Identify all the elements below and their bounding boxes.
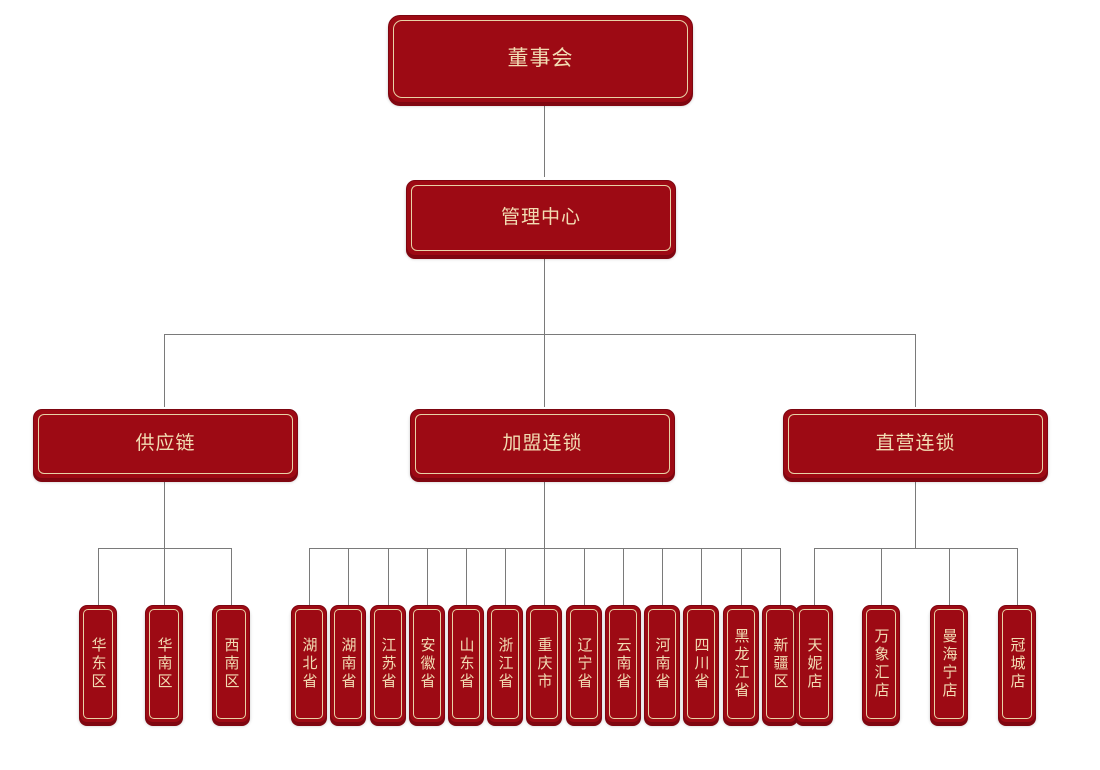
- leaf-node[interactable]: 万象汇店: [862, 605, 900, 723]
- connector-direct-leaf-drop-1: [814, 548, 815, 605]
- node-supply-chain-label: 供应链: [135, 432, 196, 454]
- connector-direct-leaf-drop-3: [949, 548, 950, 605]
- leaf-node[interactable]: 山东省: [448, 605, 484, 723]
- leaf-node[interactable]: 云南省: [605, 605, 641, 723]
- connector-supply-leaf-drop-2: [164, 548, 165, 605]
- connector-management-to-bus: [544, 259, 545, 334]
- connector-supply-leaf-drop-1: [98, 548, 99, 605]
- connector-franchise-leaf-drop-7: [544, 548, 545, 605]
- node-direct-chain-label: 直营连锁: [875, 432, 956, 454]
- connector-supply-chain-to-leafbus: [164, 481, 165, 548]
- leaf-node-label: 河南省: [653, 637, 671, 691]
- leaf-node-label: 辽宁省: [575, 637, 593, 691]
- leaf-node[interactable]: 四川省: [683, 605, 719, 723]
- leaf-node-label: 冠城店: [1008, 637, 1026, 691]
- node-direct-chain[interactable]: 直营连锁: [783, 409, 1048, 479]
- connector-direct-leafbus: [814, 548, 1017, 549]
- connector-franchise-leaf-drop-13: [780, 548, 781, 605]
- leaf-node[interactable]: 重庆市: [526, 605, 562, 723]
- connector-franchise-leaf-drop-8: [584, 548, 585, 605]
- leaf-node-label: 黑龙江省: [732, 628, 750, 700]
- leaf-node-label: 山东省: [457, 637, 475, 691]
- leaf-node[interactable]: 辽宁省: [566, 605, 602, 723]
- connector-franchise-leaf-drop-1: [309, 548, 310, 605]
- leaf-node[interactable]: 湖南省: [330, 605, 366, 723]
- leaf-node[interactable]: 河南省: [644, 605, 680, 723]
- node-board-label: 董事会: [507, 46, 574, 70]
- connector-franchise-leaf-drop-6: [505, 548, 506, 605]
- connector-direct-chain-to-leafbus: [915, 481, 916, 548]
- leaf-node[interactable]: 冠城店: [998, 605, 1036, 723]
- leaf-node-label: 湖南省: [339, 637, 357, 691]
- node-franchise-chain[interactable]: 加盟连锁: [410, 409, 675, 479]
- connector-bus-to-direct-chain: [915, 334, 916, 407]
- leaf-node-label: 云南省: [614, 637, 632, 691]
- connector-franchise-leaf-drop-2: [348, 548, 349, 605]
- leaf-node[interactable]: 黑龙江省: [723, 605, 759, 723]
- node-management-center[interactable]: 管理中心: [406, 180, 676, 256]
- leaf-node[interactable]: 浙江省: [487, 605, 523, 723]
- node-board[interactable]: 董事会: [388, 15, 693, 103]
- leaf-node[interactable]: 华南区: [145, 605, 183, 723]
- leaf-node-label: 四川省: [692, 637, 710, 691]
- connector-bus-to-franchise-chain: [544, 334, 545, 407]
- connector-supply-leaf-drop-3: [231, 548, 232, 605]
- connector-franchise-leaf-drop-9: [623, 548, 624, 605]
- leaf-node[interactable]: 天妮店: [795, 605, 833, 723]
- connector-franchise-chain-to-leafbus: [544, 481, 545, 548]
- leaf-node[interactable]: 湖北省: [291, 605, 327, 723]
- connector-franchise-leaf-drop-3: [388, 548, 389, 605]
- leaf-node-label: 安徽省: [418, 637, 436, 691]
- connector-franchise-leaf-drop-10: [662, 548, 663, 605]
- node-supply-chain[interactable]: 供应链: [33, 409, 298, 479]
- connector-board-to-management: [544, 105, 545, 177]
- connector-franchise-leaf-drop-5: [466, 548, 467, 605]
- leaf-node-label: 江苏省: [379, 637, 397, 691]
- leaf-node[interactable]: 江苏省: [370, 605, 406, 723]
- connector-franchise-leaf-drop-4: [427, 548, 428, 605]
- leaf-node-label: 曼海宁店: [940, 628, 958, 700]
- connector-direct-leaf-drop-2: [881, 548, 882, 605]
- node-management-center-label: 管理中心: [500, 206, 581, 228]
- connector-level3-bus: [164, 334, 916, 335]
- leaf-node-label: 华东区: [89, 637, 107, 691]
- node-franchise-chain-label: 加盟连锁: [502, 432, 583, 454]
- connector-franchise-leaf-drop-12: [741, 548, 742, 605]
- leaf-node-label: 新疆区: [771, 637, 789, 691]
- leaf-node-label: 重庆市: [535, 637, 553, 691]
- connector-direct-leaf-drop-4: [1017, 548, 1018, 605]
- leaf-node-label: 湖北省: [300, 637, 318, 691]
- leaf-node[interactable]: 曼海宁店: [930, 605, 968, 723]
- leaf-node-label: 西南区: [222, 637, 240, 691]
- connector-bus-to-supply-chain: [164, 334, 165, 407]
- leaf-node[interactable]: 新疆区: [762, 605, 798, 723]
- leaf-node[interactable]: 安徽省: [409, 605, 445, 723]
- leaf-node[interactable]: 华东区: [79, 605, 117, 723]
- leaf-node[interactable]: 西南区: [212, 605, 250, 723]
- connector-franchise-leaf-drop-11: [701, 548, 702, 605]
- leaf-node-label: 浙江省: [496, 637, 514, 691]
- leaf-node-label: 天妮店: [805, 637, 823, 691]
- leaf-node-label: 华南区: [155, 637, 173, 691]
- leaf-node-label: 万象汇店: [872, 628, 890, 700]
